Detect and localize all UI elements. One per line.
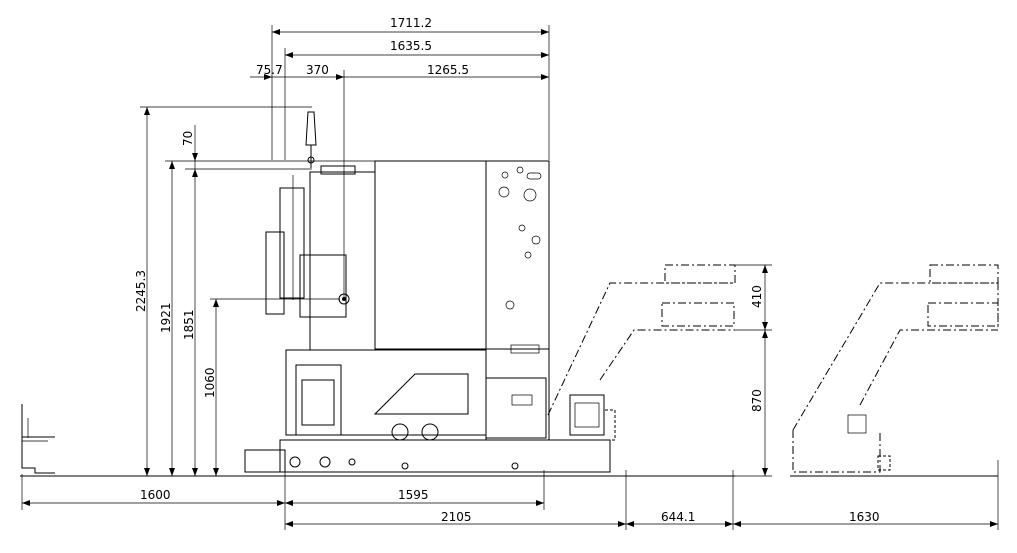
right-dimensions: 410 870 bbox=[735, 264, 772, 477]
top-dimensions: 1711.2 1635.5 75.7 370 1265.5 bbox=[250, 16, 550, 300]
dim-bottom-b2: 644.1 bbox=[661, 510, 695, 524]
conveyor-2 bbox=[792, 264, 999, 473]
dim-bottom-left: 1600 bbox=[140, 488, 171, 502]
left-dimensions: 2245.3 70 1921 1851 1060 bbox=[134, 106, 549, 476]
dim-left-h5: 1060 bbox=[203, 367, 217, 398]
dim-top-right: 1265.5 bbox=[427, 63, 469, 77]
dim-bottom-b3: 1630 bbox=[849, 510, 880, 524]
dim-right-h1: 410 bbox=[750, 285, 764, 308]
conveyor-1 bbox=[547, 264, 736, 441]
dim-top-left-small: 75.7 bbox=[256, 63, 283, 77]
dim-bottom-mid: 1595 bbox=[398, 488, 429, 502]
left-fragment bbox=[21, 404, 55, 474]
dim-top-total: 1711.2 bbox=[390, 16, 432, 30]
dim-top-second: 1635.5 bbox=[390, 39, 432, 53]
dim-left-h1: 2245.3 bbox=[134, 270, 148, 312]
dim-left-h4: 1851 bbox=[182, 309, 196, 340]
dim-right-h2: 870 bbox=[750, 389, 764, 412]
bottom-dimensions: 1600 1595 2105 644.1 1630 bbox=[21, 460, 999, 530]
dim-top-mid: 370 bbox=[306, 63, 329, 77]
dim-left-h3: 1921 bbox=[159, 302, 173, 333]
dim-bottom-b1: 2105 bbox=[441, 510, 472, 524]
machine-main bbox=[244, 111, 611, 473]
dim-left-h2: 70 bbox=[181, 131, 195, 146]
